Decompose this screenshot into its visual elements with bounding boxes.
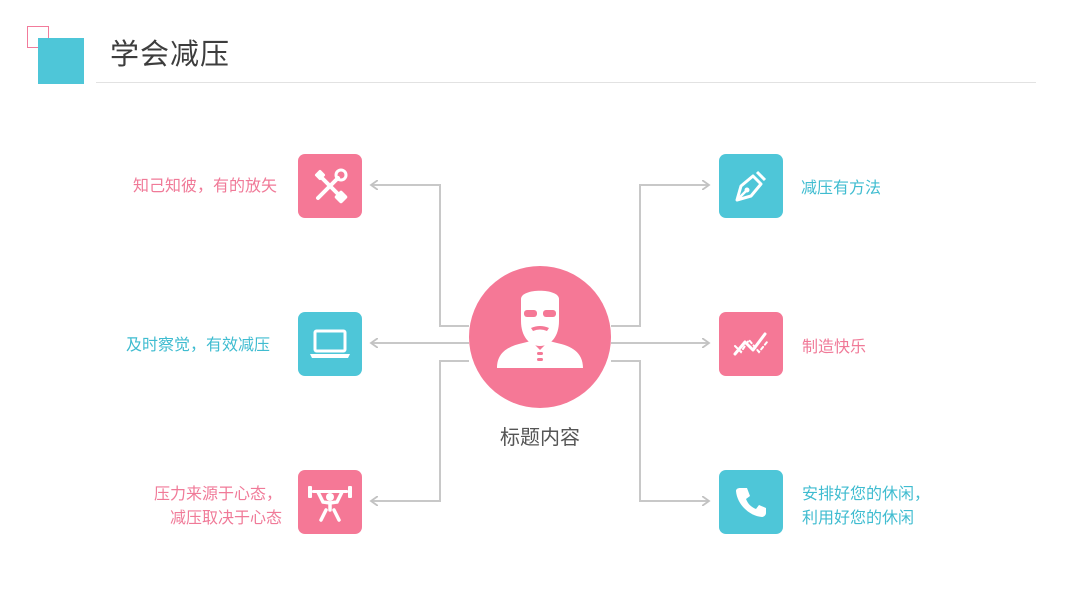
connector-left-bottom	[372, 360, 469, 501]
laptop-tile	[298, 312, 362, 376]
label-right-bottom: 安排好您的休闲， 利用好您的休闲	[802, 484, 931, 527]
pen-tile	[719, 154, 783, 218]
center-label: 标题内容	[500, 425, 580, 449]
weightlifter-icon	[308, 486, 352, 522]
label-left-bottom: 压力来源于心态， 减压取决于心态	[153, 484, 282, 527]
person-icon	[497, 290, 583, 368]
connector-right-top	[611, 185, 708, 327]
label-left-middle: 及时察觉，有效减压	[125, 335, 270, 354]
phone-tile	[719, 470, 783, 534]
connector-right-bottom	[611, 360, 708, 501]
tools-icon	[314, 168, 348, 204]
center-node	[469, 266, 611, 408]
laptop-icon	[310, 329, 350, 358]
title-divider	[96, 82, 1036, 83]
phone-icon	[736, 488, 766, 517]
label-right-top: 减压有方法	[801, 178, 882, 197]
label-right-middle: 制造快乐	[802, 337, 867, 356]
pen-nib-icon	[735, 170, 767, 202]
connector-left-top	[372, 185, 469, 327]
tools-tile	[298, 154, 362, 218]
label-left-top: 知己知彼，有的放矢	[132, 176, 277, 195]
decor-filled-square	[38, 38, 84, 84]
weightlifter-tile	[298, 470, 362, 534]
trend-tile	[719, 312, 783, 376]
page-title: 学会减压	[110, 37, 231, 71]
trend-chart-icon	[733, 332, 768, 356]
